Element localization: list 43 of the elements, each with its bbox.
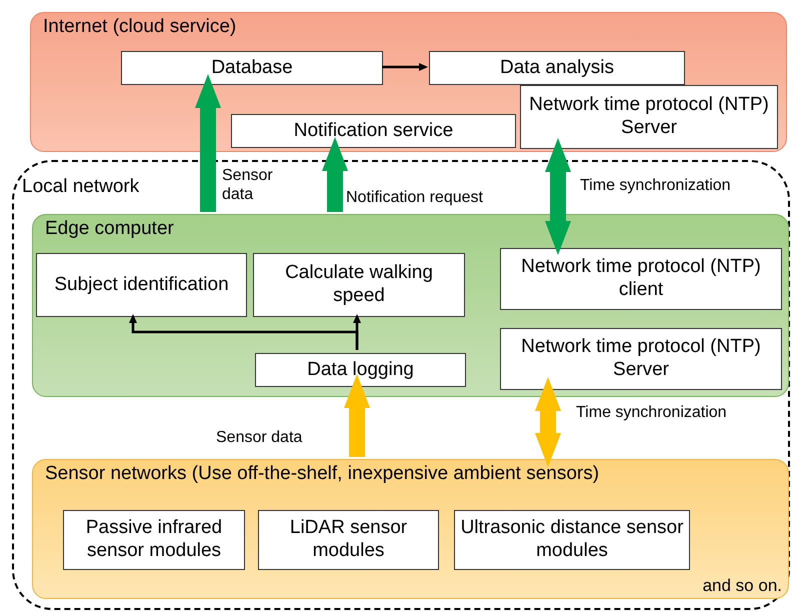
sensor-network-panel — [32, 459, 789, 599]
box-label: Ultrasonic distance sensor modules — [460, 517, 684, 563]
edge-label: Time synchronization — [576, 403, 727, 422]
arrow — [129, 314, 358, 350]
block-arrow — [195, 74, 221, 212]
process-box — [520, 85, 778, 149]
block-arrow — [322, 137, 348, 212]
process-box — [454, 510, 690, 570]
box-label: Data logging — [306, 358, 415, 382]
box-label: Notification service — [292, 120, 454, 142]
edge-label: Time synchronization — [580, 176, 731, 196]
region-heading: Sensor networks (Use off-the-shelf, inexpensive ambient sensors) — [45, 463, 600, 485]
process-box — [63, 510, 245, 570]
process-box — [121, 51, 383, 85]
box-label: Passive infrared sensor modules — [84, 517, 224, 563]
process-box — [255, 353, 466, 387]
process-box — [231, 114, 516, 148]
box-label: LiDAR sensor modules — [288, 517, 408, 563]
box-label: Network time protocol (NTP) client — [520, 256, 762, 302]
region-heading: Internet (cloud service) — [43, 16, 236, 38]
process-box — [500, 328, 782, 390]
block-arrow — [545, 138, 571, 255]
edge-label: Notification request — [346, 188, 483, 208]
box-label: Network time protocol (NTP) Server — [528, 94, 770, 140]
region-heading: Edge computer — [45, 218, 174, 240]
cloud-region — [30, 12, 787, 152]
process-box — [500, 248, 782, 310]
process-box — [429, 51, 685, 85]
local-network-region — [12, 160, 790, 610]
box-label: Subject identification — [53, 274, 230, 296]
box-label: Calculate walking speed — [284, 262, 434, 308]
box-label: Network time protocol (NTP) Server — [520, 336, 762, 382]
block-arrow — [535, 377, 561, 467]
box-label: Database — [210, 56, 294, 80]
edge-computer-panel — [32, 214, 789, 397]
process-box — [36, 253, 247, 317]
block-arrow — [344, 374, 370, 457]
process-box — [258, 510, 439, 570]
arrow — [382, 63, 428, 71]
note-text: and so on. — [702, 576, 782, 596]
region-heading: Local network — [22, 176, 140, 198]
box-label: Data analysis — [498, 56, 616, 80]
process-box — [253, 253, 465, 317]
